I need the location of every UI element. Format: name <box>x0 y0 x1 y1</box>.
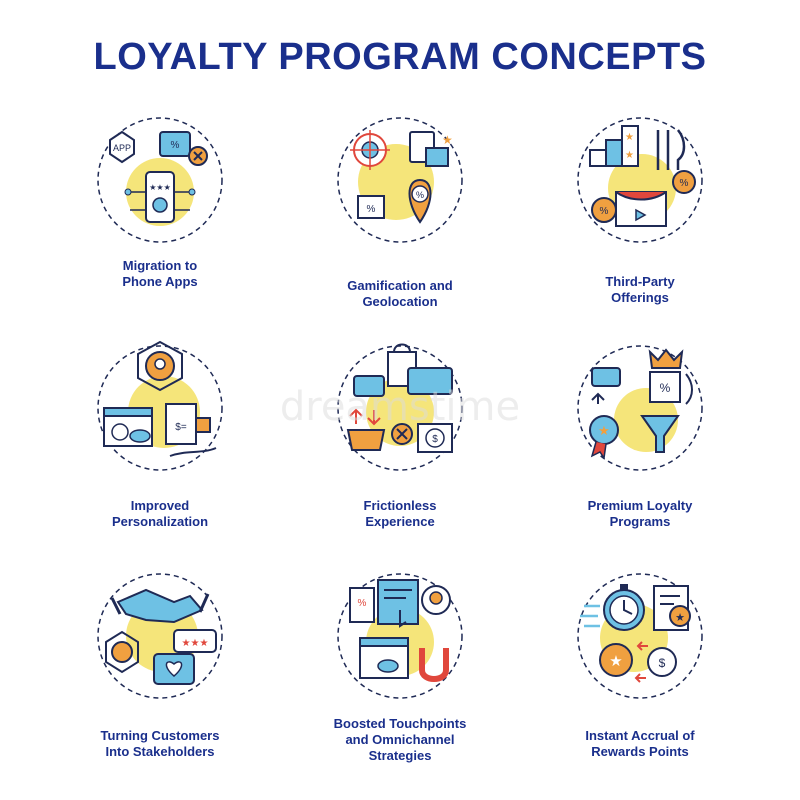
svg-text:%: % <box>660 381 671 395</box>
gamification-icon: ★ % % <box>337 117 463 243</box>
svg-text:%: % <box>680 178 689 189</box>
rewards-points-icon: ★ ★ $ <box>577 573 703 699</box>
svg-text:%: % <box>600 206 609 217</box>
concept-card: ★ % % Gamification and Geolocation <box>280 110 520 330</box>
concept-card: $ Frictionless Experience <box>280 338 520 558</box>
svg-text:%: % <box>416 190 424 200</box>
concept-card: ★ ★ $ Instant Accrual of Rewards Points <box>520 566 760 786</box>
svg-text:$: $ <box>659 656 666 670</box>
concept-grid: APP % ★★★ Migration to Phone Apps ★ % <box>40 110 760 770</box>
svg-text:$=: $= <box>175 422 187 433</box>
personalization-icon: $= <box>97 340 223 471</box>
svg-text:%: % <box>171 140 180 151</box>
third-party-icon: ★ ★ % % <box>577 117 703 243</box>
svg-text:★: ★ <box>625 150 634 161</box>
svg-text:★: ★ <box>625 132 634 143</box>
svg-text:★★★: ★★★ <box>182 638 209 649</box>
concept-card: ★★★ Turning Customers Into Stakeholders <box>40 566 280 786</box>
svg-text:★: ★ <box>442 133 453 147</box>
svg-text:★: ★ <box>609 652 622 670</box>
concept-label: Improved Personalization <box>111 498 209 529</box>
premium-loyalty-icon: % ★ <box>577 345 703 471</box>
stakeholders-icon: ★★★ <box>97 573 223 699</box>
svg-text:%: % <box>367 204 376 215</box>
concept-card: APP % ★★★ Migration to Phone Apps <box>40 110 280 330</box>
concept-card: % ★ Premium Loyalty Programs <box>520 338 760 558</box>
concept-label: Third-Party Offerings <box>605 274 675 305</box>
concept-card: ★ ★ % % Third-Party Offerings <box>520 110 760 330</box>
concept-card: $= Improved Personalization <box>40 338 280 558</box>
svg-text:★: ★ <box>675 611 685 624</box>
concept-label: Migration to Phone Apps <box>122 258 198 289</box>
concept-label: Boosted Touchpoints and Omnichannel Stra… <box>333 716 467 763</box>
page-title: LOYALTY PROGRAM CONCEPTS <box>93 36 707 78</box>
concept-label: Turning Customers Into Stakeholders <box>100 728 220 759</box>
svg-text:★: ★ <box>598 424 610 439</box>
concept-label: Instant Accrual of Rewards Points <box>585 728 695 759</box>
frictionless-icon: $ <box>337 343 463 471</box>
svg-text:APP: APP <box>113 143 131 153</box>
concept-label: Premium Loyalty Programs <box>587 498 693 529</box>
svg-text:$: $ <box>432 434 438 445</box>
concept-card: % Boosted Touchpoints and Omnichannel St… <box>280 566 520 786</box>
svg-text:★★★: ★★★ <box>149 183 171 192</box>
touchpoints-icon: % <box>337 573 463 699</box>
concept-label: Frictionless Experience <box>363 498 437 529</box>
watermark: dreamstime <box>279 384 521 430</box>
svg-text:%: % <box>358 598 367 609</box>
concept-label: Gamification and Geolocation <box>347 278 453 309</box>
phone-app-icon: APP % ★★★ <box>97 117 223 243</box>
